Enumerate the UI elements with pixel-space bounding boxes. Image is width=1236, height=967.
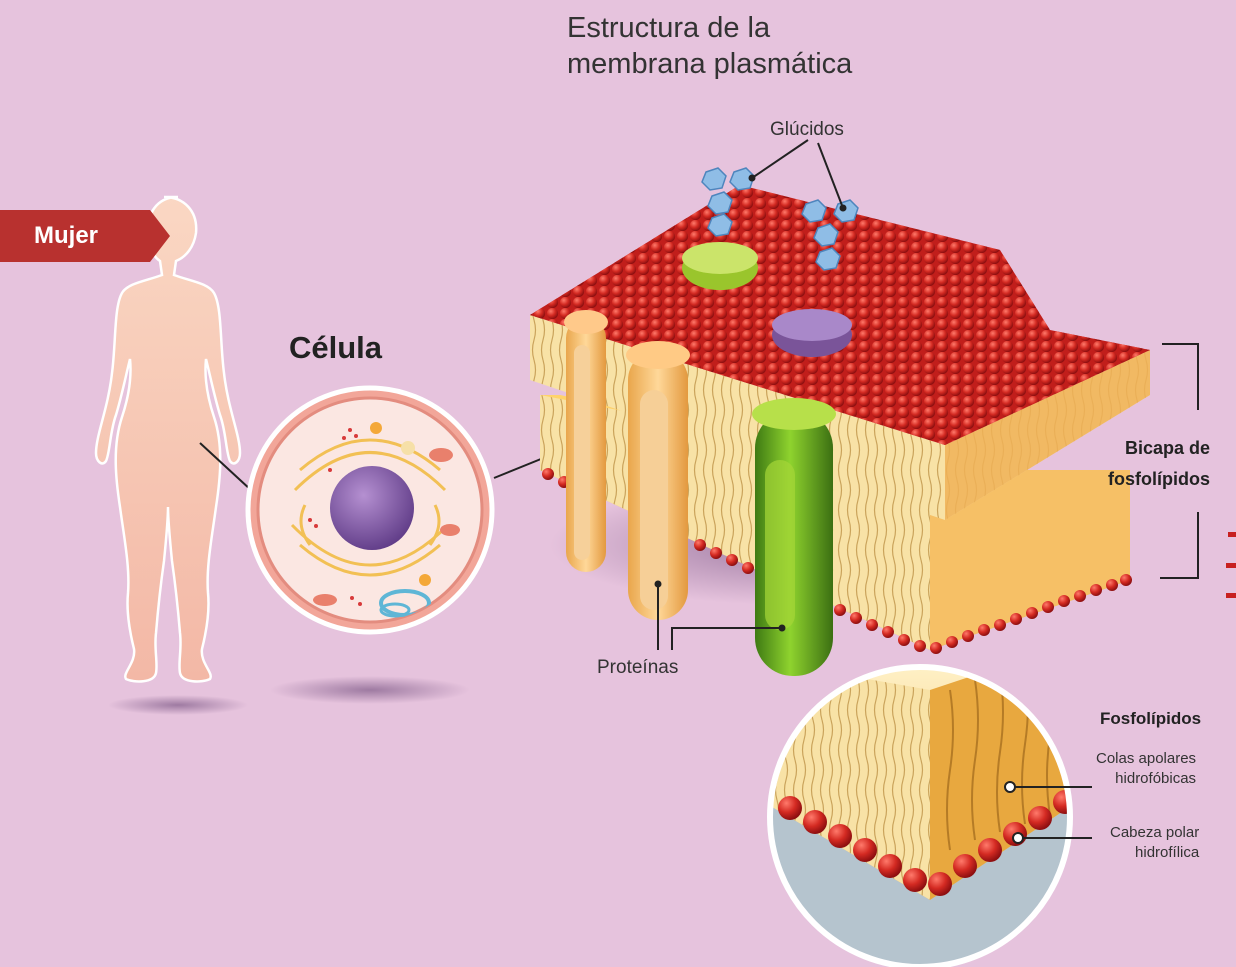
protein-green-icon — [752, 398, 836, 676]
protein-lime-icon — [682, 242, 758, 290]
tails-label: Colas apolares hidrofóbicas — [1096, 750, 1197, 787]
protein-orange-1-icon — [564, 310, 608, 572]
proteins-label: Proteínas — [597, 657, 679, 678]
cell-illustration-icon — [245, 385, 584, 704]
carbohydrates-label: Glúcidos — [770, 119, 844, 140]
protein-purple-icon — [772, 309, 852, 357]
diagram-title: Estructura de la membrana plasmática — [567, 12, 853, 80]
woman-tag — [0, 210, 170, 262]
zoom-lens-icon — [767, 664, 1092, 967]
head-label: Cabeza polar hidrofílica — [1110, 824, 1200, 861]
glycan-chain-icon — [701, 167, 859, 271]
woman-tag-label: Mujer — [34, 222, 99, 249]
membrane-illustration-icon — [530, 139, 1236, 676]
bilayer-label: Bicapa de fosfolípidos — [1108, 438, 1210, 489]
cell-label: Célula — [289, 330, 383, 365]
protein-orange-2-icon — [626, 341, 690, 620]
phospholipids-label: Fosfolípidos — [1100, 709, 1202, 728]
